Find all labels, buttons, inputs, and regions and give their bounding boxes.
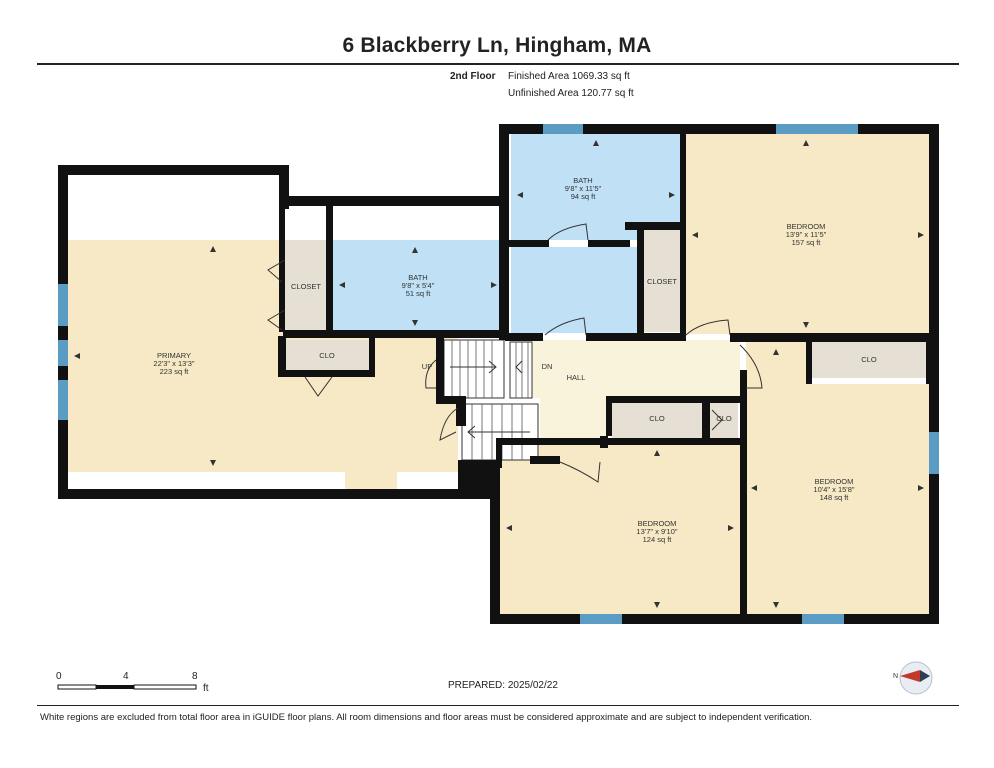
bath2-area: 94 sq ft: [571, 192, 597, 201]
bedroom3-dims: 13'7" x 9'10": [636, 527, 677, 536]
walls: [58, 124, 939, 624]
bedroom1-area: 157 sq ft: [792, 238, 822, 247]
clo-hall-small-label: CLO: [716, 414, 732, 423]
closet-right-fill: [644, 228, 681, 332]
hall-label: HALL: [567, 373, 586, 382]
scale-unit: ft: [203, 683, 209, 694]
bath1-fill: [333, 240, 503, 332]
bedroom1-dims: 13'9" x 11'5": [786, 230, 827, 239]
bedroom2-area: 148 sq ft: [820, 493, 850, 502]
page-title: 6 Blackberry Ln, Hingham, MA: [342, 34, 652, 57]
stairs-upper: [443, 339, 505, 399]
bath1-area: 51 sq ft: [406, 289, 432, 298]
bath1-label: BATH: [408, 273, 427, 282]
clo-hall-right-fill: [810, 342, 926, 378]
footer-divider: [37, 705, 959, 706]
header-divider: [37, 63, 959, 65]
stairs-dn: [509, 341, 533, 399]
svg-text:N: N: [893, 673, 898, 680]
door-swings: [267, 223, 763, 483]
scale-label-4: 4: [123, 671, 129, 682]
bedroom1-label: BEDROOM: [787, 222, 826, 231]
stair-dn-label: DN: [542, 362, 553, 371]
scale-label-8: 8: [192, 671, 198, 682]
bath1-dims: 9'8" x 5'4": [402, 281, 435, 290]
bedroom2-label: BEDROOM: [815, 477, 854, 486]
closet1-label: CLOSET: [291, 282, 321, 291]
clo-hall-right-label: CLO: [861, 355, 877, 364]
hall-fill: [512, 340, 740, 398]
closet2-label: CLOSET: [647, 277, 677, 286]
scale-label-0: 0: [56, 671, 62, 682]
clo-hall-mid-label: CLO: [649, 414, 665, 423]
unfinished-area: Unfinished Area 120.77 sq ft: [508, 88, 634, 99]
primary-unfinished: [68, 472, 463, 490]
bedroom2-dims: 10'4" x 15'8": [813, 485, 854, 494]
dimension-markers: [74, 140, 924, 608]
bath2-label: BATH: [573, 176, 592, 185]
primary-dims: 22'3" x 13'3": [153, 359, 194, 368]
floor-label: 2nd Floor: [450, 71, 496, 82]
prepared-date: PREPARED: 2025/02/22: [448, 680, 558, 691]
scale-bar: 0 4 8 ft: [56, 671, 209, 694]
stair-up-label: UP: [422, 362, 432, 371]
footer-disclaimer: White regions are excluded from total fl…: [40, 712, 813, 723]
compass-icon: N: [893, 661, 933, 695]
bedroom2-fill: [746, 384, 930, 614]
windows: [58, 124, 939, 624]
bath2-lower-fill: [511, 247, 638, 333]
clo-hall-small-fill: [710, 402, 738, 438]
clo-primary-label: CLO: [319, 351, 335, 360]
bath2-dims: 9'8" x 11'5": [565, 184, 602, 193]
primary-label: PRIMARY: [157, 351, 191, 360]
finished-area: Finished Area 1069.33 sq ft: [508, 71, 630, 82]
bedroom1-fill: [686, 134, 930, 334]
primary-area: 223 sq ft: [160, 367, 190, 376]
bedroom3-label: BEDROOM: [638, 519, 677, 528]
bedroom3-area: 124 sq ft: [643, 535, 673, 544]
closet-primary-fill: [283, 240, 328, 332]
bedroom3-fill: [500, 444, 740, 614]
clo-primary-fill: [286, 340, 369, 370]
clo-hall-mid-fill: [612, 402, 702, 438]
